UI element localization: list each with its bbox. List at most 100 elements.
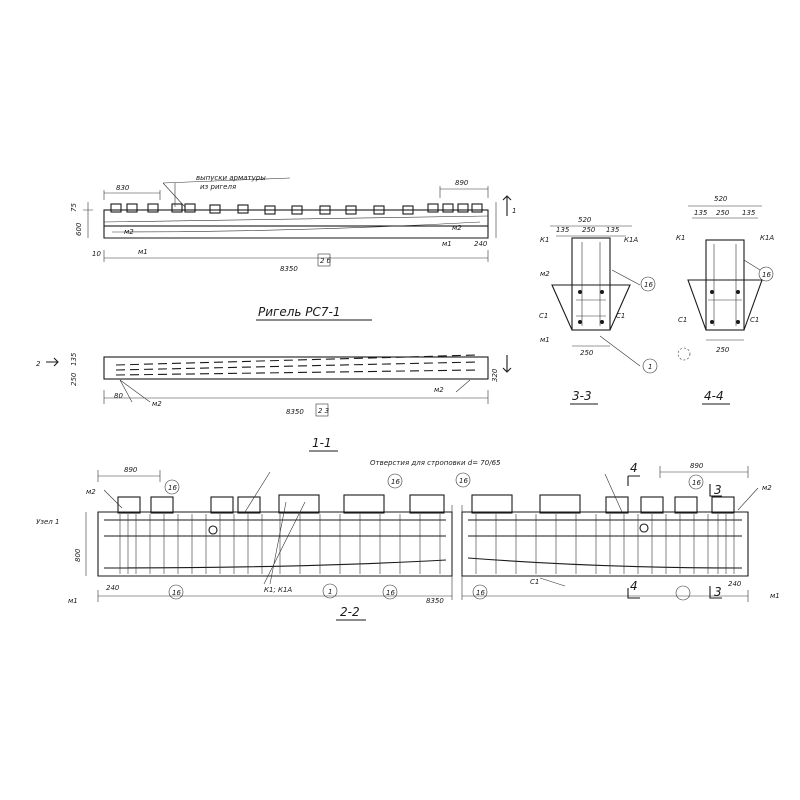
plan-dim-80: 80 — [114, 392, 123, 400]
rebar-dot — [710, 290, 714, 294]
s33-dim-520: 520 — [578, 216, 592, 224]
stirrup-top — [210, 496, 234, 514]
mark-16-8 — [675, 585, 691, 601]
break-lines — [451, 505, 463, 600]
s33-dim-135a: 135 — [556, 226, 570, 234]
dim-10-top: 10 — [92, 250, 101, 258]
s44-dim-135b: 135 — [742, 209, 756, 217]
dim-830: 830 — [116, 184, 130, 192]
s33-m2: м2 — [540, 270, 550, 278]
stirrup-top — [711, 496, 735, 514]
stirrup-top — [605, 496, 629, 514]
rebar-outlet — [442, 203, 454, 213]
stirrup-top — [117, 496, 141, 514]
s44-dim-135a: 135 — [694, 209, 708, 217]
stirrup-top — [409, 494, 445, 514]
dim-8350-top: 8350 — [280, 265, 298, 273]
note-top: 2 б — [320, 257, 332, 265]
section-4-4: 520 135 250 135 К1 К1А С1 С1 250 16 4-4 — [676, 195, 774, 405]
elev-dim-890-left: 890 — [124, 466, 138, 474]
label-m1-left: м1 — [138, 248, 148, 256]
stirrup-top — [674, 496, 698, 514]
rebar-outlet — [319, 205, 331, 215]
stirrup-top — [471, 494, 513, 514]
elev-m2-left: м2 — [86, 488, 96, 496]
elev-c1: С1 — [530, 578, 539, 586]
cut-arrow-2-right — [502, 355, 512, 373]
plan-hidden-line-1 — [115, 354, 479, 366]
dim-890-right — [659, 466, 749, 478]
section-4-4-mark-16 — [758, 266, 774, 282]
cut-4-top-label: 4 — [630, 461, 638, 475]
dim-line-total — [103, 250, 489, 262]
mark-16-3-text: 16 — [172, 589, 181, 597]
drawing-title: Ригель РС7-1 — [258, 305, 341, 319]
m2-left-leader — [103, 489, 123, 509]
rebar-dot — [710, 320, 714, 324]
plan-view: 2 8350 м2 м2 80 135 250 320 2 3 — [36, 352, 512, 417]
mark-16-1 — [164, 479, 180, 495]
s44-c1-right: С1 — [750, 316, 759, 324]
plan-dim-320: 320 — [491, 368, 499, 382]
mark-16-2 — [387, 473, 403, 489]
elev-m2-right: м2 — [762, 484, 772, 492]
section-3-3: 520 135 250 135 К1 К1А м2 м1 С1 С1 250 1… — [539, 216, 658, 405]
rebar-outlet — [402, 205, 414, 215]
lifting-hole-left — [208, 525, 218, 535]
mark-16-3 — [168, 584, 184, 600]
mark-16-5-text: 16 — [476, 589, 485, 597]
mark-16-1-text: 16 — [168, 484, 177, 492]
top-view: 830 890 выпуски арматуры из ригеля 8350 … — [70, 174, 516, 273]
dim-line-left — [103, 190, 161, 200]
dim-890-left — [97, 470, 161, 482]
cut-ref-1: 1 — [512, 207, 516, 215]
dim-8350-elev — [97, 590, 749, 602]
elev-right-outline — [461, 511, 749, 577]
dim-75-top: 75 — [70, 203, 78, 212]
rebar-outlet — [471, 203, 483, 213]
rebar-outlet — [264, 205, 276, 215]
rebar-outlet — [427, 203, 439, 213]
mark-16-4-text: 16 — [386, 589, 395, 597]
mark-16-6 — [455, 472, 471, 488]
mark-1 — [322, 583, 338, 599]
s33-m1: м1 — [540, 336, 550, 344]
plan-m2-leader-left — [119, 379, 151, 403]
cut-arrow-2 — [46, 357, 59, 367]
plan-outline — [103, 356, 489, 380]
s44-c1-left: С1 — [678, 316, 687, 324]
label-m2-left: м2 — [124, 228, 134, 236]
cut-4-bottom — [627, 588, 640, 599]
callout-leader — [162, 177, 291, 208]
s44-dim-250-bottom: 250 — [716, 346, 730, 354]
callout-line2: из ригеля — [200, 183, 236, 191]
section-3-3-dims-top — [550, 225, 632, 237]
stirrup-top — [640, 496, 664, 514]
plan-dim-total — [103, 390, 489, 404]
rebar-dot — [600, 290, 604, 294]
elevation-2-2: Отверстия для строповки d= 70/65 Узел 1 … — [36, 459, 780, 621]
rebar-dot — [578, 290, 582, 294]
section-3-3-stem — [571, 237, 611, 331]
section-3-3-leaders — [599, 269, 641, 367]
rebar-outlet — [457, 203, 469, 213]
section-2-2-label: 2-2 — [340, 605, 360, 619]
section-4-4-label: 4-4 — [704, 389, 724, 403]
rebar-outlet — [184, 203, 196, 213]
cut-4-bottom-label: 4 — [630, 579, 638, 593]
m2-right-leader — [737, 487, 759, 511]
s33-c1-left: С1 — [539, 312, 548, 320]
cut-3-top-label: 3 — [714, 483, 722, 497]
s44-circle-16: 16 — [762, 271, 771, 279]
rebar-outlet — [126, 203, 138, 213]
rebar-dot — [736, 320, 740, 324]
beam-top-line — [103, 215, 489, 223]
mark-16-4 — [382, 584, 398, 600]
s33-k1: К1 — [540, 236, 549, 244]
s44-dim-250: 250 — [716, 209, 730, 217]
cut-3-bottom-label: 3 — [714, 585, 722, 599]
s44-dim-520: 520 — [714, 195, 728, 203]
rebar-outlet — [373, 205, 385, 215]
plan-note-box — [315, 403, 329, 417]
dim-line-right — [439, 186, 489, 198]
